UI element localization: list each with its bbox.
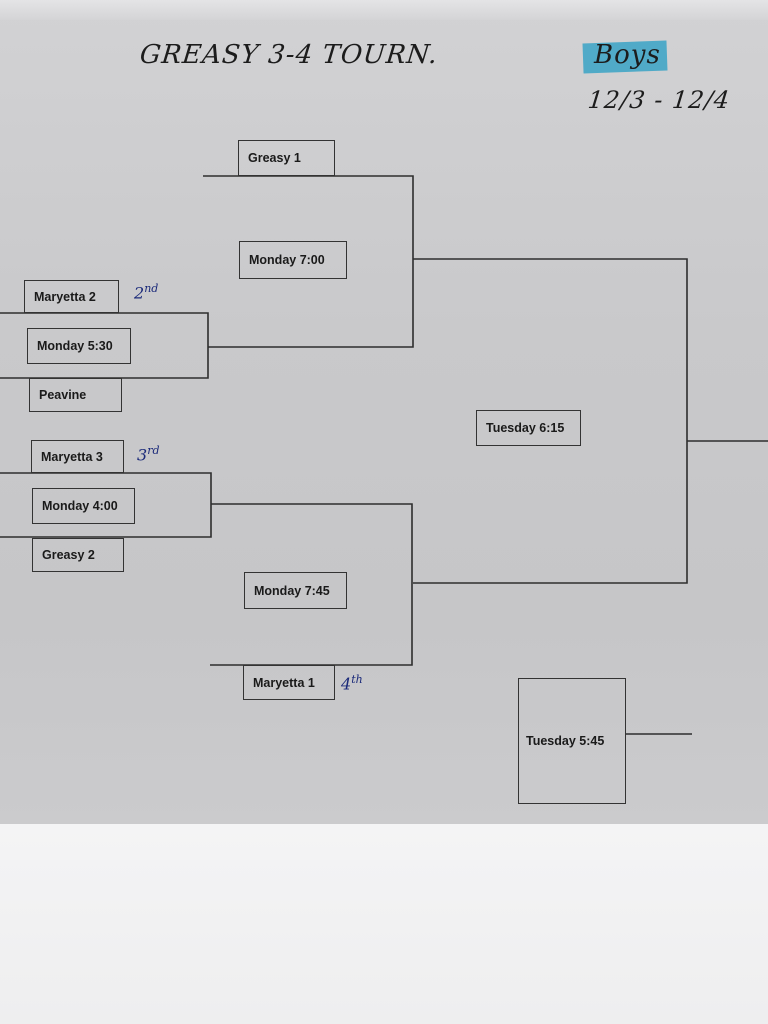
seed-maryetta-2: Maryetta 2: [24, 280, 119, 313]
place-2nd-number: 2: [134, 283, 145, 303]
tournament-title: GREASY 3-4 TOURN.: [138, 40, 440, 70]
bracket-line-upper-game: [203, 175, 414, 348]
place-4th-note: 4th: [341, 673, 363, 693]
game-monday-745: Monday 7:45: [244, 572, 347, 609]
place-2nd-suffix: nd: [144, 282, 159, 295]
underlying-paper: [0, 824, 768, 1024]
game-monday-700: Monday 7:00: [239, 241, 347, 279]
category-label: Boys: [594, 40, 661, 70]
seed-peavine: Peavine: [29, 378, 122, 412]
place-4th-number: 4: [341, 674, 352, 694]
bracket-lines: [0, 175, 768, 735]
place-3rd-suffix: rd: [147, 444, 160, 457]
bracket-line-final: [413, 258, 688, 584]
seed-maryetta-1: Maryetta 1: [243, 665, 335, 700]
bracket-line-monday-400: [0, 472, 212, 538]
bracket-sheet: [0, 0, 768, 824]
place-3rd-note: 3rd: [137, 444, 160, 464]
place-2nd-note: 2nd: [134, 282, 158, 302]
date-range: 12/3 - 12/4: [586, 86, 732, 114]
game-monday-530: Monday 5:30: [27, 328, 131, 364]
seed-greasy-2: Greasy 2: [32, 538, 124, 572]
place-3rd-number: 3: [137, 445, 148, 465]
game-tuesday-545: Tuesday 5:45: [518, 678, 626, 804]
game-tuesday-615: Tuesday 6:15: [476, 410, 581, 446]
seed-greasy-1: Greasy 1: [238, 140, 335, 176]
seed-maryetta-3: Maryetta 3: [31, 440, 124, 473]
game-monday-400: Monday 4:00: [32, 488, 135, 524]
place-4th-suffix: th: [351, 673, 363, 686]
sheet-top-edge: [0, 0, 768, 20]
